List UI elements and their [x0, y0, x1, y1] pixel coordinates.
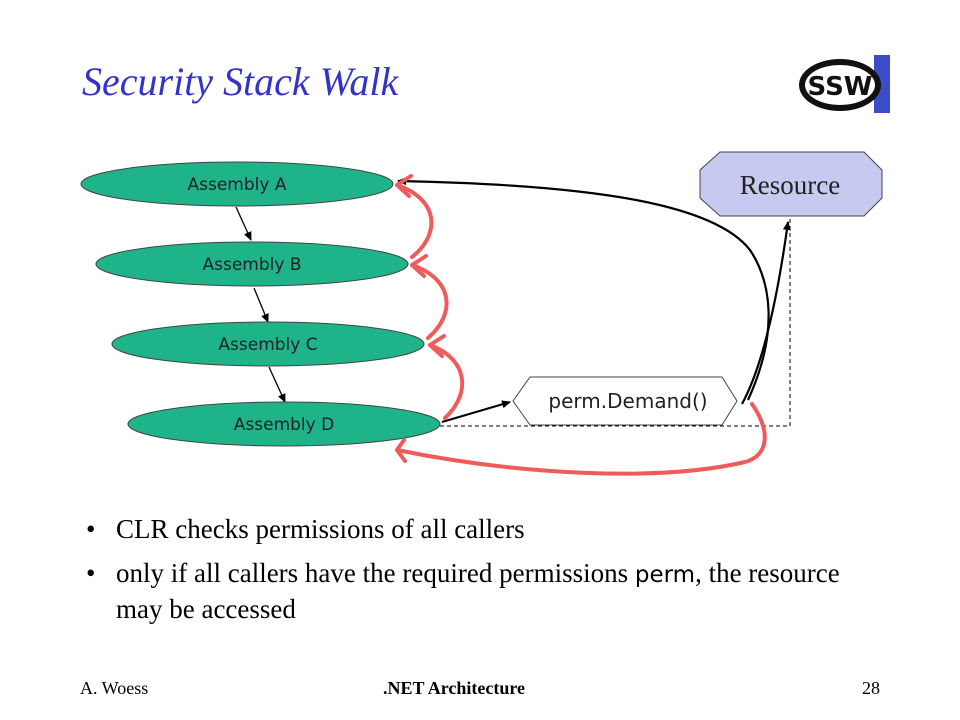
demand-label: perm.Demand() [548, 389, 707, 413]
logo-accent-bar [874, 55, 890, 113]
call-arrow-c-d [268, 366, 286, 403]
assembly-a-label: Assembly A [188, 175, 287, 195]
bullet-code: perm [634, 562, 696, 588]
assembly-c: Assembly C [111, 321, 425, 367]
stack-walk-d-c [428, 343, 465, 420]
bullet-text-before: only if all callers have the required pe… [116, 558, 635, 588]
stack-walk-arrows [395, 174, 767, 476]
call-arrow-b-c [253, 287, 269, 323]
stack-walk-d-c-head [428, 334, 446, 358]
assembly-a: Assembly A [80, 161, 394, 207]
resource-node: Resource [699, 151, 883, 217]
stack-walk-c-b-head [410, 254, 428, 278]
dashed-access-line [440, 218, 791, 427]
footer-author: A. Woess [80, 678, 149, 698]
assembly-b: Assembly B [95, 241, 409, 287]
bullet-item: only if all callers have the required pe… [82, 556, 882, 626]
stack-walk-b-a [395, 183, 434, 259]
call-arrow-d-demand [441, 400, 511, 423]
demand-node: perm.Demand() [512, 376, 738, 426]
stack-walk-demand-d [395, 402, 767, 476]
footer-page-number: 28 [862, 678, 880, 698]
resource-label: Resource [740, 170, 840, 200]
call-arrow-a-b [235, 206, 252, 241]
bullet-text: CLR checks permissions of all callers [116, 514, 525, 544]
logo-inner [805, 65, 875, 105]
assembly-b-label: Assembly B [202, 255, 301, 275]
bullet-text-after: , the resource may be accessed [116, 558, 840, 624]
assembly-c-label: Assembly C [218, 335, 317, 355]
logo-text: SSW [808, 72, 873, 102]
stack-walk-demand-d-head [395, 438, 407, 463]
demand-to-resource-arrow [741, 221, 791, 405]
demand-to-assembly-a-curve [397, 177, 770, 401]
slide-title: Security Stack Walk [82, 59, 399, 104]
assembly-d: Assembly D [127, 401, 441, 447]
footer-course: .NET Architecture [383, 678, 525, 698]
stack-walk-b-a-head [395, 174, 413, 198]
bullet-list: CLR checks permissions of all callers on… [82, 512, 882, 636]
bullet-item: CLR checks permissions of all callers [82, 512, 882, 546]
assembly-d-label: Assembly D [234, 415, 334, 435]
stack-walk-c-b [410, 263, 449, 340]
ssw-logo: SSW [799, 55, 890, 113]
